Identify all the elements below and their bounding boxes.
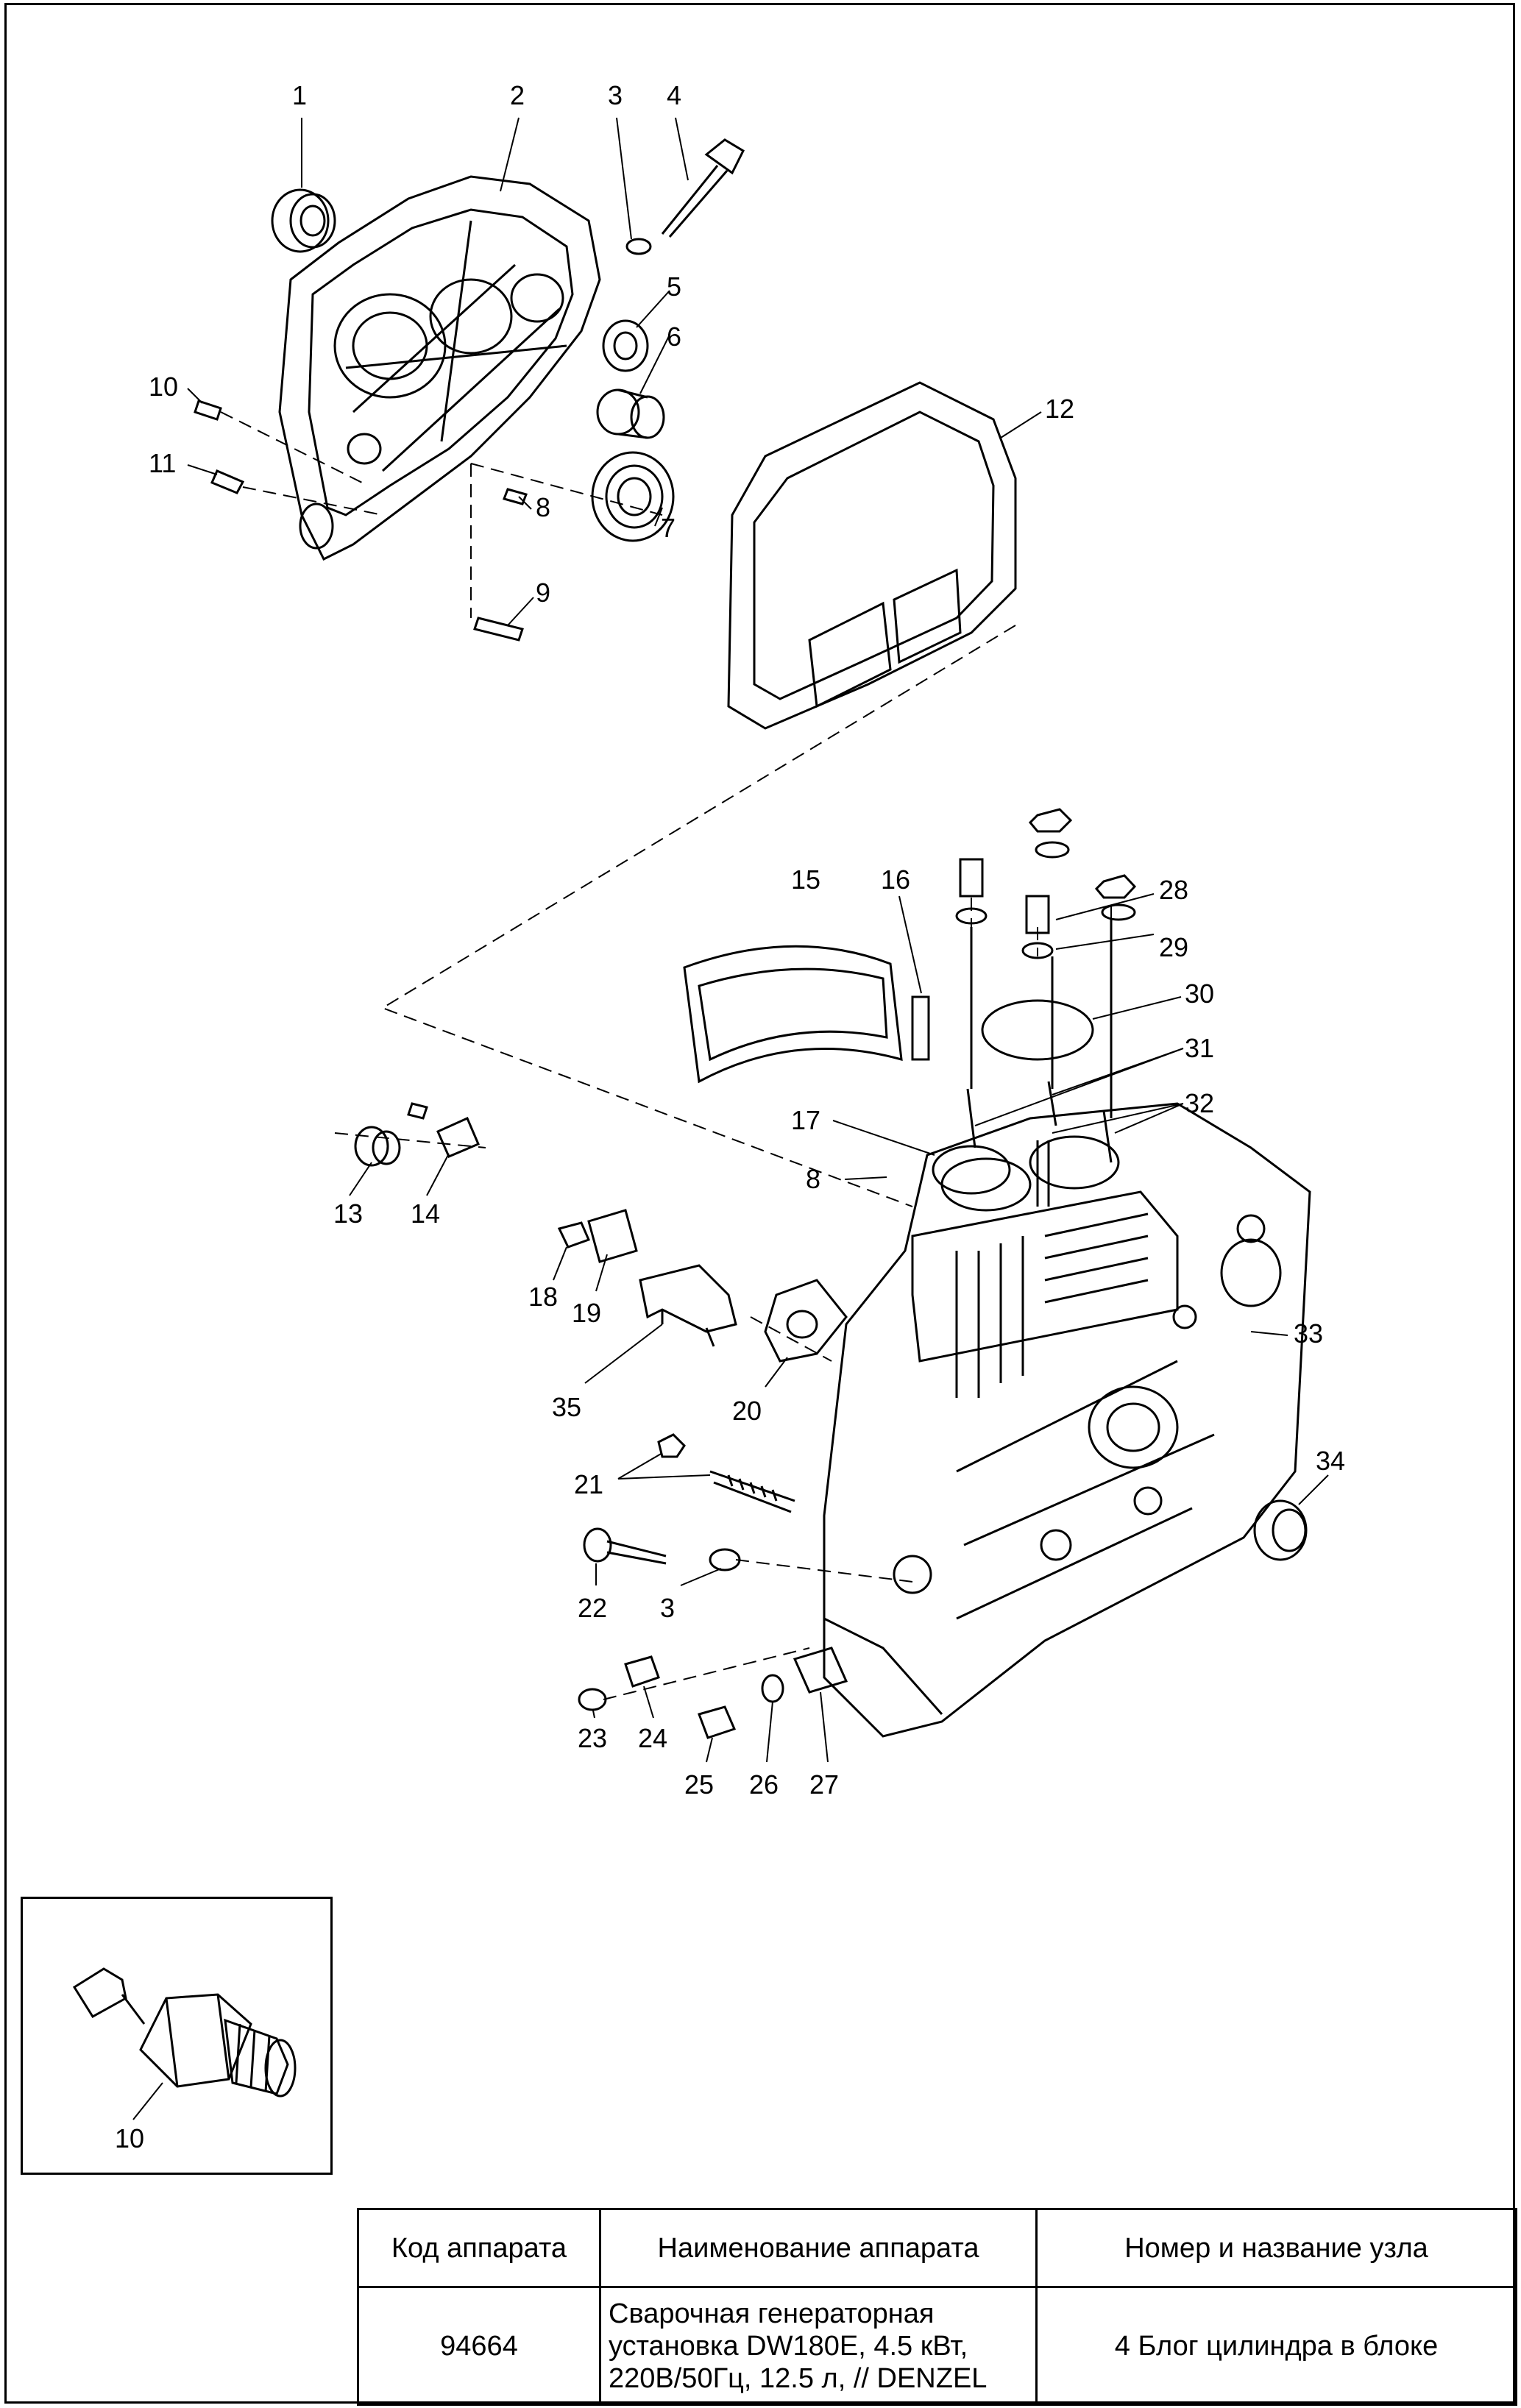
callout-34: 34	[1316, 1446, 1345, 1476]
callout-1: 1	[292, 80, 307, 110]
sensor-detail-drawing: 10	[72, 1967, 297, 2153]
plate-20	[764, 1279, 848, 1363]
callout-13: 13	[333, 1198, 363, 1229]
o-ring-3b	[709, 1548, 741, 1571]
head-nuts-28	[1028, 808, 1137, 921]
callout-9: 9	[536, 578, 550, 608]
callout-17: 17	[791, 1105, 820, 1135]
cylinder-block	[823, 1102, 1311, 1738]
callout-18: 18	[528, 1282, 558, 1312]
bushing-27	[793, 1647, 848, 1694]
callout-30: 30	[1185, 979, 1214, 1009]
gasket-12	[727, 381, 1017, 730]
value-name: Сварочная генераторная установка DW180E,…	[599, 2286, 1038, 2406]
callout-5: 5	[667, 271, 681, 302]
header-name: Наименование аппарата	[599, 2208, 1038, 2288]
callout-3: 3	[608, 80, 623, 110]
callout-24: 24	[638, 1723, 667, 1753]
sensor-10	[194, 399, 222, 421]
washer-26	[761, 1674, 784, 1703]
leader-lines	[187, 117, 1329, 1763]
dipstick-22	[583, 1527, 667, 1565]
bracket-19	[587, 1209, 638, 1263]
callout-11: 11	[149, 448, 176, 478]
callout-35: 35	[552, 1392, 581, 1422]
callout-20: 20	[732, 1396, 762, 1426]
callout-8: 8	[536, 492, 550, 522]
callout-26: 26	[749, 1769, 779, 1800]
cap-13	[354, 1126, 401, 1167]
callout-4: 4	[667, 80, 681, 110]
callout-29: 29	[1159, 932, 1188, 962]
callout-28: 28	[1159, 875, 1188, 905]
sensor-hex-body	[139, 1993, 252, 2088]
bushing-24	[624, 1655, 660, 1688]
title-block-value-row: 94664 Сварочная генераторная установка D…	[357, 2286, 1517, 2406]
inset-callout-10: 10	[115, 2123, 144, 2153]
pin-9	[473, 617, 524, 642]
title-block: Код аппарата Наименование аппарата Номер…	[357, 2208, 1517, 2406]
sensor-thread	[224, 2018, 289, 2095]
bearing-5	[602, 319, 649, 372]
callout-labels: 1 2 3 4 5 6 7 8 9 10 11 12 15 16 28 29 3…	[149, 80, 1345, 1800]
title-block-header-row: Код аппарата Наименование аппарата Номер…	[357, 2208, 1517, 2288]
callout-22: 22	[578, 1593, 607, 1623]
callout-31: 31	[1185, 1033, 1214, 1063]
o-ring-17	[932, 1145, 1011, 1195]
callout-16: 16	[881, 864, 910, 895]
callout-14: 14	[411, 1198, 440, 1229]
dowel-pin-8	[503, 488, 528, 505]
callout-23: 23	[578, 1723, 607, 1753]
plug-23	[578, 1688, 607, 1711]
callout-21: 21	[574, 1469, 603, 1499]
callout-27: 27	[809, 1769, 839, 1800]
bushing-6	[596, 388, 665, 439]
callout-33: 33	[1294, 1318, 1323, 1349]
callout-6: 6	[667, 322, 681, 352]
callout-2: 2	[510, 80, 525, 110]
header-unit: Номер и название узла	[1035, 2208, 1517, 2288]
oil-seal-1	[271, 188, 336, 253]
callout-19: 19	[572, 1298, 601, 1328]
heat-guard-15	[683, 945, 903, 1084]
sensor-terminal	[72, 1967, 127, 2019]
nut-18	[557, 1221, 591, 1249]
bolt-21	[657, 1433, 795, 1513]
callout-10: 10	[149, 372, 178, 402]
clip-16	[911, 995, 930, 1061]
callout-32: 32	[1185, 1088, 1214, 1118]
studs-31-32	[966, 920, 1113, 1207]
drain-bolt-25	[698, 1705, 737, 1739]
callout-7: 7	[661, 513, 676, 543]
callout-25: 25	[684, 1769, 714, 1800]
bolt-11	[210, 469, 245, 494]
bracket-14	[407, 1102, 480, 1158]
callout-3b: 3	[660, 1593, 675, 1623]
oil-seal-34	[1253, 1499, 1308, 1561]
callout-8b: 8	[806, 1164, 820, 1194]
value-unit: 4 Блог цилиндра в блоке	[1035, 2286, 1517, 2406]
assembly-lines	[220, 411, 1112, 1700]
callout-15: 15	[791, 864, 820, 895]
head-gasket-30	[981, 999, 1094, 1061]
dipstick-4	[661, 138, 745, 238]
o-ring-3	[625, 238, 652, 255]
inset-detail: 10	[21, 1897, 333, 2175]
crankcase-cover	[278, 175, 601, 561]
header-code: Код аппарата	[357, 2208, 601, 2288]
governor-35	[639, 1264, 737, 1347]
callout-12: 12	[1045, 394, 1074, 424]
value-code: 94664	[357, 2286, 601, 2406]
